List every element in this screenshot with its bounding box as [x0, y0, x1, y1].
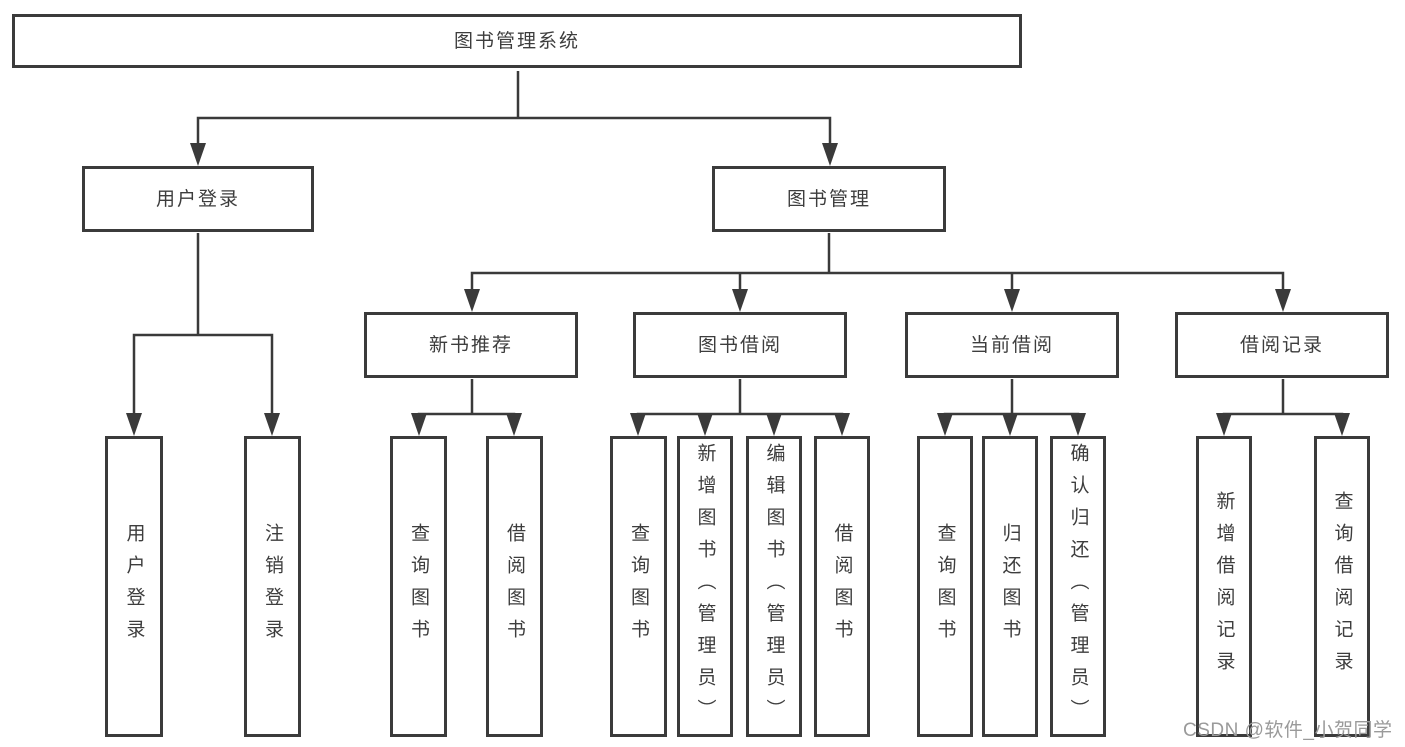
leaf-borrow-borrow-books-label: 借阅图书 [831, 522, 853, 651]
arrow-down-icon [1216, 413, 1232, 436]
arrow-down-icon [1334, 413, 1350, 436]
arrow-down-icon [264, 413, 280, 436]
leaf-recommend-borrow-books-label: 借阅图书 [504, 522, 525, 651]
arrow-down-icon [411, 413, 427, 436]
arrow-down-icon [766, 413, 782, 436]
leaf-borrow-add-books-admin: 新增图书（管理员） [677, 436, 733, 737]
leaf-user-login-label: 用户登录 [123, 522, 145, 651]
node-book-management-label: 图书管理 [786, 188, 871, 210]
node-book-management: 图书管理 [712, 166, 946, 232]
leaf-current-query-books: 查询图书 [917, 436, 973, 737]
arrow-down-icon [1002, 413, 1018, 436]
node-root-label: 图书管理系统 [453, 30, 580, 52]
leaf-recommend-borrow-books: 借阅图书 [486, 436, 543, 737]
leaf-recommend-query-books: 查询图书 [390, 436, 447, 737]
node-root: 图书管理系统 [12, 14, 1022, 68]
arrow-down-icon [697, 413, 713, 436]
node-borrow-records-label: 借阅记录 [1239, 334, 1324, 356]
arrow-down-icon [1004, 289, 1020, 312]
node-new-book-recommend: 新书推荐 [364, 312, 578, 378]
arrow-down-icon [630, 413, 646, 436]
leaf-current-confirm-return-admin: 确认归还（管理员） [1050, 436, 1106, 737]
arrow-down-icon [506, 413, 522, 436]
leaf-borrow-query-books: 查询图书 [610, 436, 667, 737]
leaf-current-return-books-label: 归还图书 [999, 522, 1021, 651]
node-user-login-label: 用户登录 [155, 188, 240, 210]
node-book-borrow-label: 图书借阅 [697, 334, 782, 356]
leaf-borrow-edit-books-admin: 编辑图书（管理员） [746, 436, 802, 737]
leaf-logout: 注销登录 [244, 436, 301, 737]
arrow-down-icon [822, 143, 838, 166]
arrow-down-icon [464, 289, 480, 312]
arrow-down-icon [126, 413, 142, 436]
node-current-borrow: 当前借阅 [905, 312, 1119, 378]
arrowhead-icons [126, 143, 1350, 436]
leaf-user-login: 用户登录 [105, 436, 163, 737]
leaf-current-return-books: 归还图书 [982, 436, 1038, 737]
leaf-current-query-books-label: 查询图书 [934, 522, 956, 651]
csdn-watermark: CSDN @软件_小贺同学 [1183, 720, 1393, 741]
node-current-borrow-label: 当前借阅 [969, 334, 1054, 356]
arrow-down-icon [937, 413, 953, 436]
leaf-records-add-record: 新增借阅记录 [1196, 436, 1252, 737]
leaf-borrow-edit-books-admin-label: 编辑图书（管理员） [763, 442, 785, 731]
leaf-borrow-query-books-label: 查询图书 [628, 522, 649, 651]
arrow-down-icon [732, 289, 748, 312]
arrow-down-icon [1275, 289, 1291, 312]
leaf-logout-label: 注销登录 [262, 522, 283, 651]
arrow-down-icon [1070, 413, 1086, 436]
node-borrow-records: 借阅记录 [1175, 312, 1389, 378]
leaf-recommend-query-books-label: 查询图书 [408, 522, 429, 651]
leaf-records-query-record: 查询借阅记录 [1314, 436, 1370, 737]
leaf-current-confirm-return-admin-label: 确认归还（管理员） [1067, 442, 1089, 731]
node-book-borrow: 图书借阅 [633, 312, 847, 378]
leaf-borrow-add-books-admin-label: 新增图书（管理员） [694, 442, 716, 731]
arrow-down-icon [190, 143, 206, 166]
leaf-borrow-borrow-books: 借阅图书 [814, 436, 870, 737]
leaf-records-query-record-label: 查询借阅记录 [1331, 490, 1353, 683]
arrow-down-icon [834, 413, 850, 436]
leaf-records-add-record-label: 新增借阅记录 [1213, 490, 1235, 683]
node-new-book-recommend-label: 新书推荐 [428, 334, 513, 356]
node-user-login: 用户登录 [82, 166, 314, 232]
